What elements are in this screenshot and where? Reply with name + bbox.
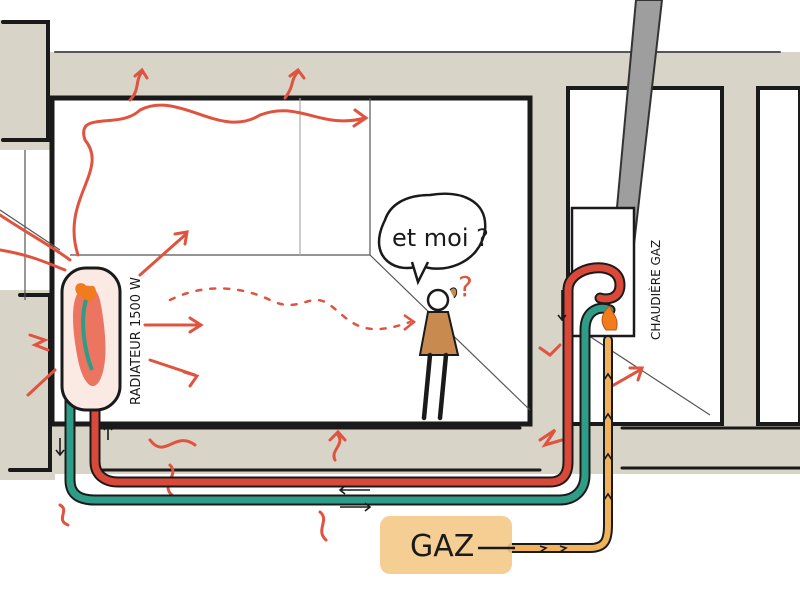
heat-dotted-path (168, 287, 412, 331)
flame-icon (601, 305, 618, 331)
right-pillar-2 (720, 90, 760, 430)
left-chimney-block (0, 20, 50, 150)
boiler-label: CHAUDIÈRE GAZ (648, 240, 663, 340)
gas-label: GAZ (410, 529, 474, 564)
radiator (60, 266, 122, 412)
supply-pipe (89, 262, 626, 488)
speech-bubble-icon (377, 192, 487, 286)
return-pipe (64, 302, 616, 506)
flame-icon (75, 283, 96, 302)
walls (0, 20, 800, 480)
person-icon (418, 287, 460, 421)
perspective-lines (0, 98, 711, 416)
radiator-label: RADIATEUR 1500 W (129, 277, 144, 405)
question-mark: ? (458, 270, 473, 303)
far-right-room (756, 86, 800, 426)
floor-slab (0, 422, 800, 474)
heat-waves (0, 67, 645, 542)
speech-text: et moi ? (392, 224, 489, 252)
gas-label-bg (380, 516, 512, 574)
flow-arrows (55, 290, 613, 553)
gas-pipe (507, 335, 613, 553)
heat-dotted-arrow (403, 313, 417, 331)
